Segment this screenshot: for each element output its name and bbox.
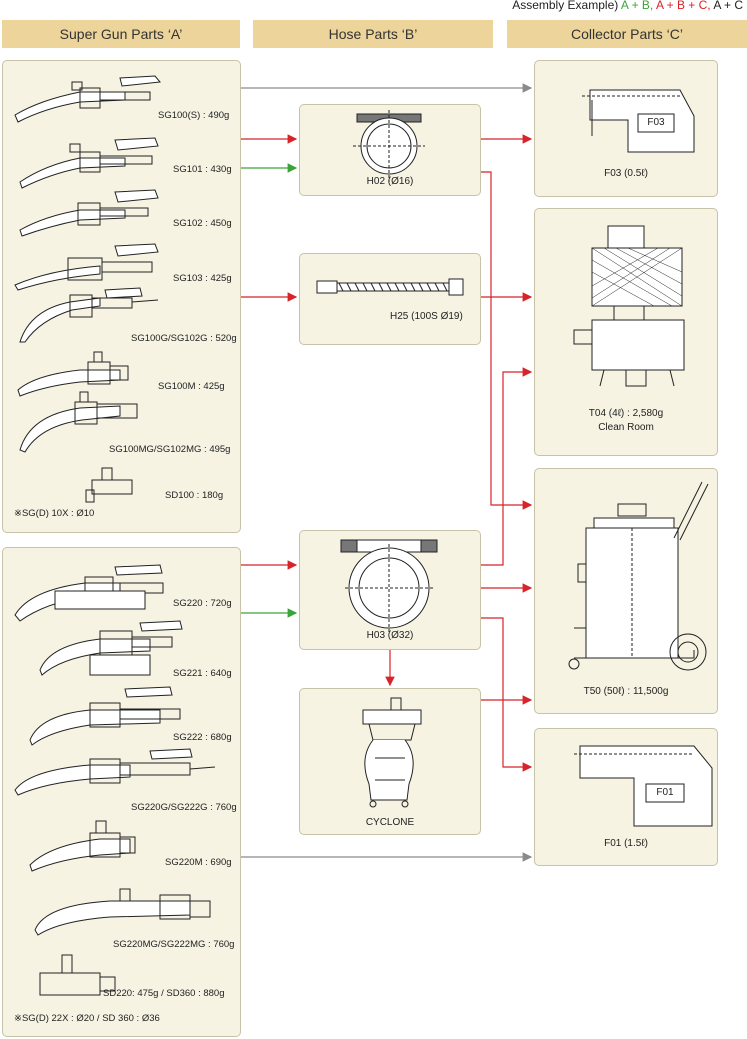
- arrow-h03-to-f01: [481, 617, 533, 772]
- collector-t04-illustration: [573, 225, 685, 387]
- gun-label-sg221: SG221 : 640g: [173, 668, 232, 679]
- gun-panel-bottom: [2, 547, 241, 1037]
- gun-sg220mg-illustration: [34, 888, 211, 936]
- gun-label-sg220g: SG220G/SG222G : 760g: [131, 802, 237, 813]
- gun-sd100-illustration: [85, 467, 133, 503]
- hose-h03-illustration: [340, 539, 438, 632]
- hose-h02-label: H02 (Ø16): [366, 176, 414, 187]
- collector-t04-label: T04 (4ℓ) : 2,580g: [588, 408, 664, 419]
- gun-sg100s-illustration: [14, 75, 161, 123]
- gun-sg100m-illustration: [17, 351, 129, 397]
- note-sg10x: ※SG(D) 10X : Ø10: [14, 508, 95, 519]
- gun-sd220-illustration: [39, 954, 116, 996]
- collector-f01-label: F01 (1.5ℓ): [604, 838, 648, 849]
- hose-h03-label: H03 (Ø32): [366, 630, 414, 641]
- gun-label-sg101: SG101 : 430g: [173, 164, 232, 175]
- arrow-h02-down: [481, 171, 533, 510]
- gun-sg103-illustration: [14, 243, 159, 291]
- gun-sg220g-illustration: [14, 748, 216, 796]
- gun-sg220-illustration: [14, 564, 164, 622]
- legend-abc: A + B + C,: [655, 0, 711, 12]
- gun-drawings-top: [14, 75, 161, 503]
- collector-f03-illustration: [582, 89, 695, 153]
- gun-label-sd220: SD220: 475g / SD360 : 880g: [103, 988, 225, 999]
- hose-h25-panel: [299, 253, 481, 345]
- gun-label-sg220m: SG220M : 690g: [165, 857, 232, 868]
- gun-drawings-bottom: [14, 564, 216, 996]
- hose-h25-label: H25 (100S Ø19): [390, 311, 463, 322]
- gun-label-sg100g: SG100G/SG102G : 520g: [131, 333, 237, 344]
- gun-sg102-illustration: [19, 189, 159, 237]
- gun-label-sg100mg: SG100MG/SG102MG : 495g: [109, 444, 231, 455]
- gun-sg221-illustration: [39, 620, 183, 676]
- cyclone-label: CYCLONE: [365, 817, 415, 828]
- header-gun-parts: Super Gun Parts ‘A’: [2, 20, 240, 48]
- gun-label-sg100s: SG100(S) : 490g: [158, 110, 230, 121]
- legend-ab: A + B,: [620, 0, 654, 12]
- gun-label-sg102: SG102 : 450g: [173, 218, 232, 229]
- assembly-legend: Assembly Example) A + B, A + B + C, A + …: [512, 0, 743, 12]
- collector-t04-sub: Clean Room: [598, 422, 654, 433]
- gun-sg100g-illustration: [19, 287, 159, 343]
- gun-label-sg222: SG222 : 680g: [173, 732, 232, 743]
- collector-f03-tag: F03: [647, 117, 665, 128]
- collector-t50-label: T50 (50ℓ) : 11,500g: [583, 686, 669, 697]
- gun-label-sg103: SG103 : 425g: [173, 273, 232, 284]
- collector-f03-label: F03 (0.5ℓ): [604, 168, 648, 179]
- gun-label-sg220mg: SG220MG/SG222MG : 760g: [113, 939, 235, 950]
- collector-t50-illustration: [568, 481, 709, 671]
- gun-label-sg220: SG220 : 720g: [173, 598, 232, 609]
- collector-f01-tag: F01: [656, 787, 674, 798]
- header-hose-parts: Hose Parts ‘B’: [253, 20, 493, 48]
- collector-f01-illustration: [574, 745, 713, 827]
- gun-label-sg100m: SG100M : 425g: [158, 381, 225, 392]
- legend-prefix: Assembly Example): [512, 0, 619, 12]
- hose-h02-illustration: [353, 110, 425, 182]
- hose-h25-illustration: [316, 278, 464, 296]
- gun-sg220m-illustration: [29, 820, 136, 872]
- gun-sg101-illustration: [19, 137, 159, 189]
- header-collector-parts: Collector Parts ‘C’: [507, 20, 747, 48]
- gun-sg100mg-illustration: [19, 391, 138, 453]
- arrow-h03-to-t04: [481, 367, 533, 566]
- legend-ac: A + C: [713, 0, 743, 12]
- note-sg22x: ※SG(D) 22X : Ø20 / SD 360 : Ø36: [14, 1013, 160, 1024]
- gun-sg222-illustration: [29, 686, 181, 746]
- cyclone-illustration: [362, 697, 422, 808]
- gun-label-sd100: SD100 : 180g: [165, 490, 224, 501]
- gun-panel-top: [2, 60, 241, 533]
